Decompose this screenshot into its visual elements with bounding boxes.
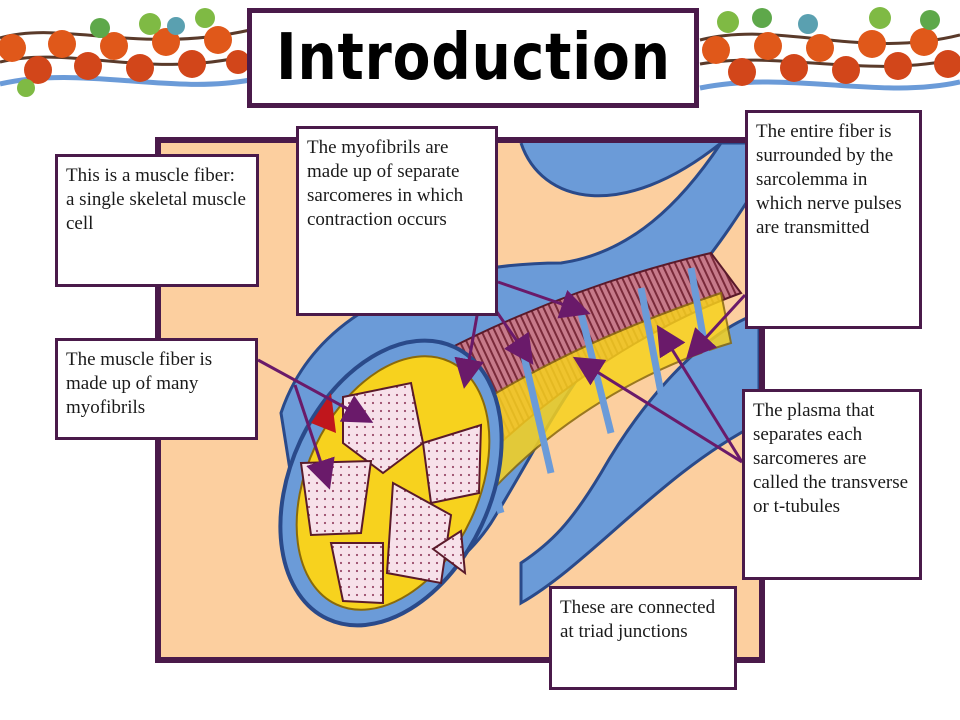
label-triad-junctions: These are connected at triad junctions: [549, 586, 737, 690]
label-sarcolemma: The entire fiber is surrounded by the sa…: [745, 110, 922, 329]
page-title: Introduction: [275, 21, 671, 95]
label-t-tubules: The plasma that separates each sarcomere…: [742, 389, 922, 580]
label-myofibrils: The muscle fiber is made up of many myof…: [55, 338, 258, 440]
protein-strand-decoration: [0, 7, 960, 97]
title-box: Introduction: [247, 8, 699, 108]
label-myofibrils-sarcomeres: The myofibrils are made up of separate s…: [296, 126, 498, 316]
right-protein-strand: [699, 7, 960, 91]
left-protein-strand: [0, 8, 251, 97]
label-muscle-fiber: This is a muscle fiber: a single skeleta…: [55, 154, 259, 287]
